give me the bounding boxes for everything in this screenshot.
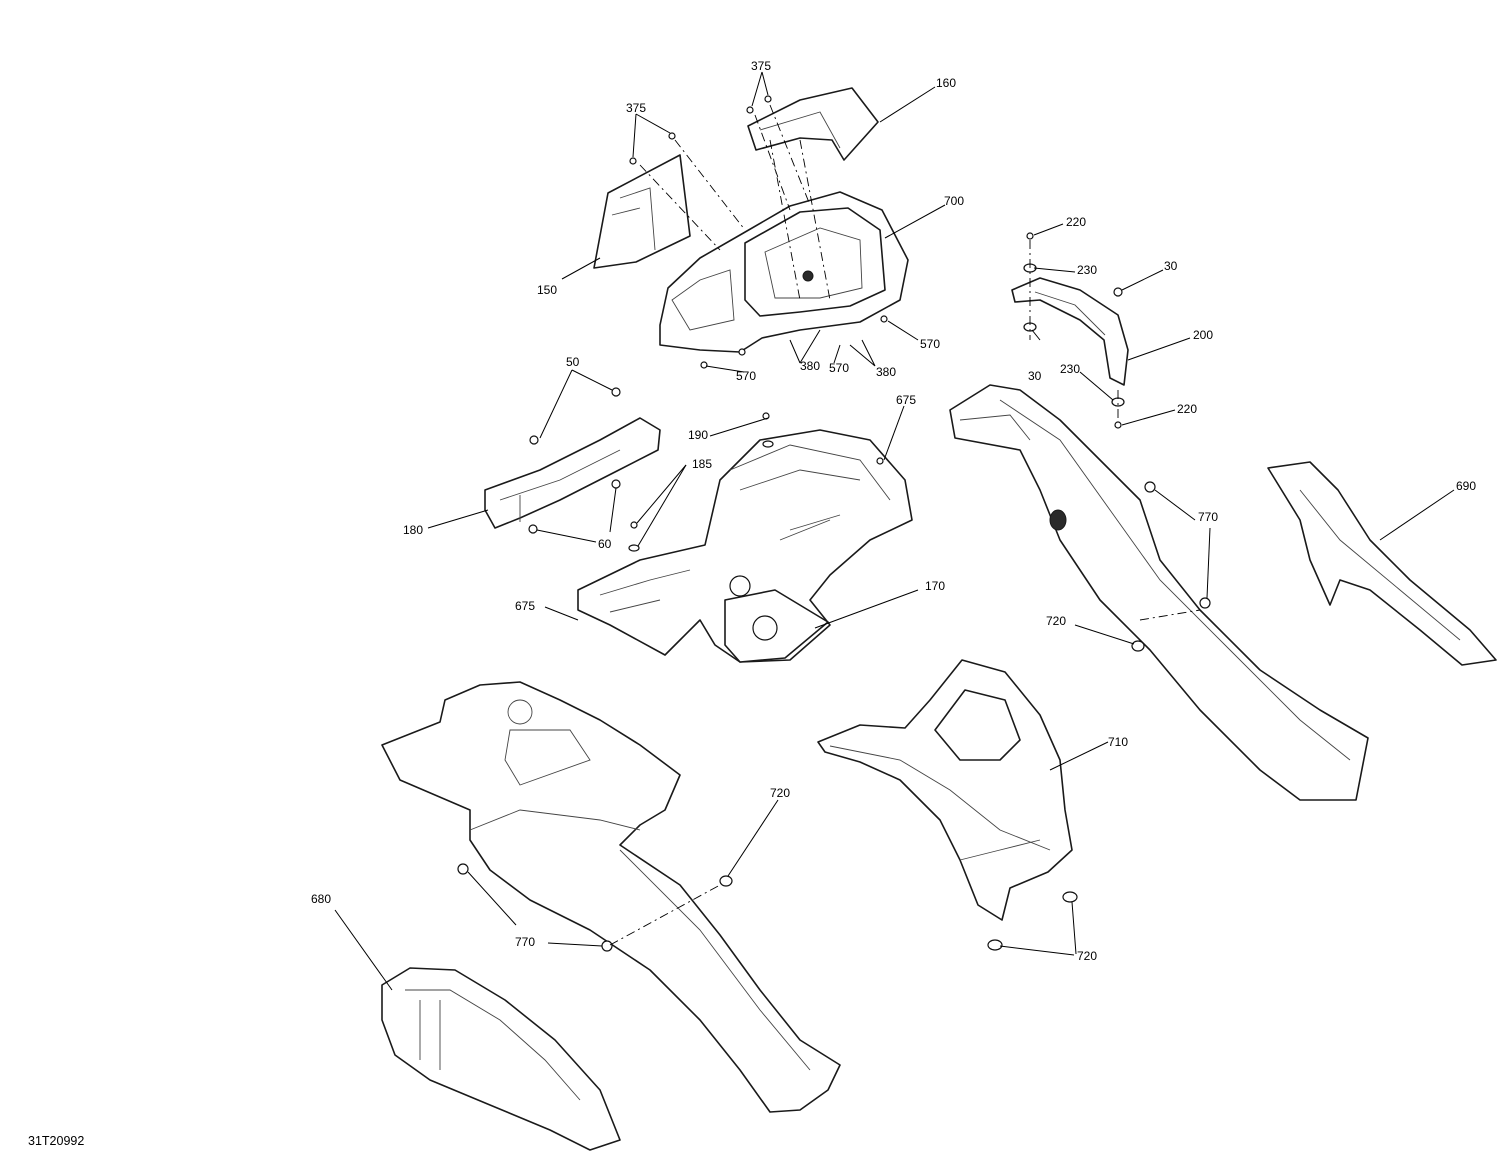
callout-230-bottom: 230 (1060, 362, 1080, 376)
leader-lines (334, 71, 1455, 991)
callout-675-top: 675 (896, 393, 916, 407)
callout-30-bottom: 30 (1028, 369, 1042, 383)
callout-220-bottom: 220 (1177, 402, 1197, 416)
part-680-cover (381, 967, 621, 1151)
callout-180: 180 (403, 523, 423, 537)
callout-185: 185 (692, 457, 712, 471)
callout-labels: 375 375 160 700 150 570 380 570 380 570 … (28, 59, 1476, 1148)
callout-570-left: 570 (736, 369, 756, 383)
callout-720-lower: 720 (1077, 949, 1097, 963)
callout-710: 710 (1108, 735, 1128, 749)
callout-380-right: 380 (876, 365, 896, 379)
part-200-bracket (1011, 277, 1129, 386)
callout-770-left: 770 (515, 935, 535, 949)
callout-50: 50 (566, 355, 580, 369)
callout-230-top: 230 (1077, 263, 1097, 277)
part-710-cover (817, 659, 1073, 921)
part-180-bracket (484, 417, 661, 529)
callout-190: 190 (688, 428, 708, 442)
part-160-cover (747, 87, 879, 161)
assembly-lines (609, 104, 1201, 946)
callout-30-top: 30 (1164, 259, 1178, 273)
callout-770-right: 770 (1198, 510, 1218, 524)
callout-170: 170 (925, 579, 945, 593)
callout-680: 680 (311, 892, 331, 906)
right-side-long-panel (949, 384, 1369, 801)
callout-200: 200 (1193, 328, 1213, 342)
part-170-frame (577, 429, 913, 663)
callout-375-left: 375 (626, 101, 646, 115)
callout-720-right: 720 (1046, 614, 1066, 628)
callout-720-upper: 720 (770, 786, 790, 800)
part-690-cover (1267, 461, 1497, 666)
callout-60: 60 (598, 537, 612, 551)
hardware-fasteners (457, 95, 1211, 952)
callout-160: 160 (936, 76, 956, 90)
callout-150: 150 (537, 283, 557, 297)
part-700-console (659, 191, 909, 353)
callout-700: 700 (944, 194, 964, 208)
callout-380-left: 380 (800, 359, 820, 373)
callout-675-left: 675 (515, 599, 535, 613)
callout-570-right: 570 (920, 337, 940, 351)
drawing-reference-number: 31T20992 (28, 1134, 84, 1148)
callout-375-top: 375 (751, 59, 771, 73)
callout-690: 690 (1456, 479, 1476, 493)
callout-570-center: 570 (829, 361, 849, 375)
callout-220-top: 220 (1066, 215, 1086, 229)
left-side-large-panel (381, 681, 841, 1113)
part-150-cover (593, 154, 691, 269)
